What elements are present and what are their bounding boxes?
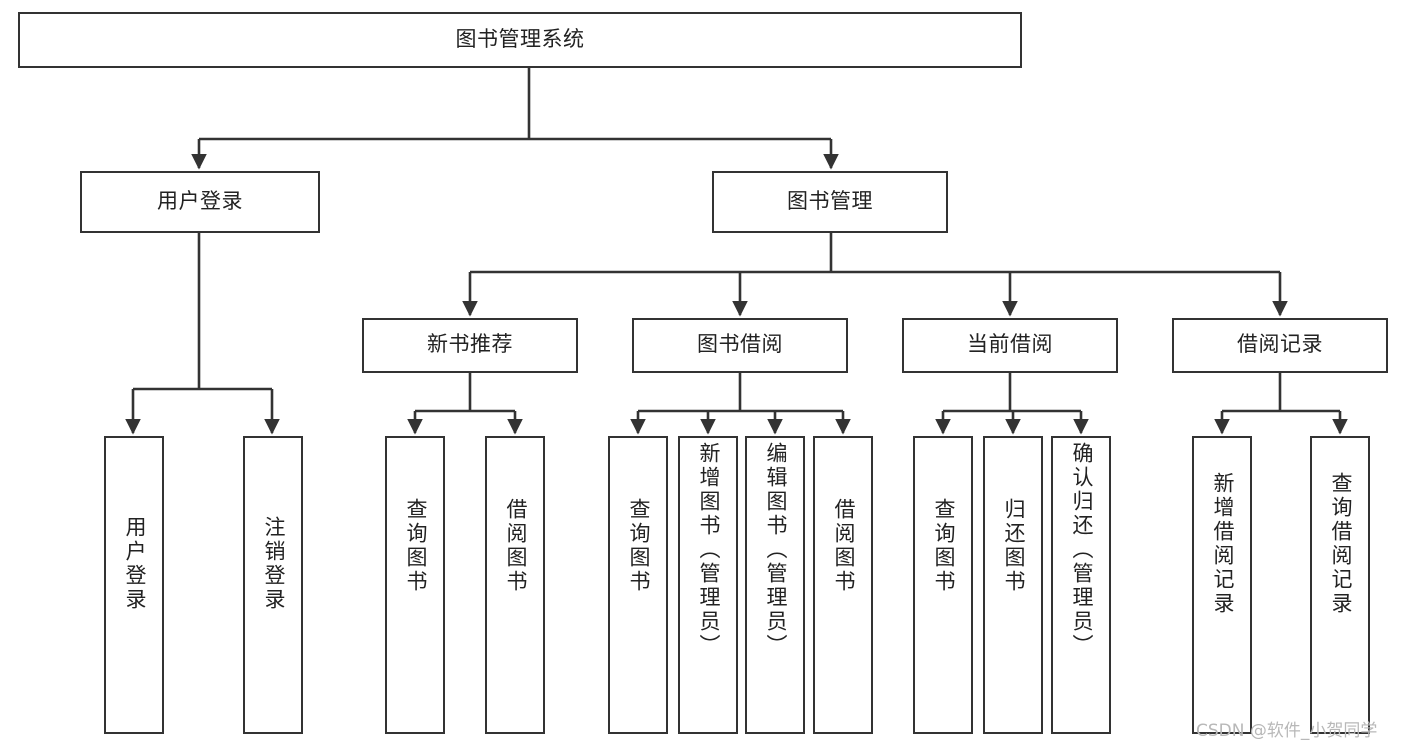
node-leaf-query-book-borrow[interactable]: 查询图书 <box>608 436 668 734</box>
node-book-manage-label: 图书管理 <box>787 189 873 213</box>
node-new-book-rec[interactable]: 新书推荐 <box>362 318 578 373</box>
node-book-manage[interactable]: 图书管理 <box>712 171 948 233</box>
node-leaf-user-login-label: 用户登录 <box>123 516 147 612</box>
node-book-borrow-label: 图书借阅 <box>697 333 783 357</box>
node-leaf-borrow-book-rec-label: 借阅图书 <box>504 498 528 594</box>
node-user-login-label: 用户登录 <box>157 189 243 213</box>
node-leaf-user-logout[interactable]: 注销登录 <box>243 436 303 734</box>
node-leaf-query-book-current-label: 查询图书 <box>932 498 956 594</box>
node-current-borrow-label: 当前借阅 <box>967 333 1053 357</box>
node-leaf-edit-book-label: 编辑图书（管理员） <box>764 442 788 658</box>
node-leaf-return-book[interactable]: 归还图书 <box>983 436 1043 734</box>
node-leaf-return-book-label: 归还图书 <box>1002 498 1026 594</box>
node-leaf-query-book-current[interactable]: 查询图书 <box>913 436 973 734</box>
node-leaf-add-book[interactable]: 新增图书（管理员） <box>678 436 738 734</box>
node-leaf-user-login[interactable]: 用户登录 <box>104 436 164 734</box>
node-leaf-borrow-book-rec[interactable]: 借阅图书 <box>485 436 545 734</box>
node-borrow-record[interactable]: 借阅记录 <box>1172 318 1388 373</box>
node-leaf-confirm-return[interactable]: 确认归还（管理员） <box>1051 436 1111 734</box>
node-new-book-rec-label: 新书推荐 <box>427 333 513 357</box>
node-leaf-add-book-label: 新增图书（管理员） <box>697 442 721 658</box>
node-leaf-query-book-rec[interactable]: 查询图书 <box>385 436 445 734</box>
node-leaf-add-record[interactable]: 新增借阅记录 <box>1192 436 1252 734</box>
node-leaf-query-book-borrow-label: 查询图书 <box>627 498 651 594</box>
csdn-watermark: CSDN @软件_小贺同学 <box>1196 721 1378 741</box>
node-leaf-user-logout-label: 注销登录 <box>262 516 286 612</box>
node-leaf-query-record[interactable]: 查询借阅记录 <box>1310 436 1370 734</box>
node-book-borrow[interactable]: 图书借阅 <box>632 318 848 373</box>
node-user-login[interactable]: 用户登录 <box>80 171 320 233</box>
node-leaf-borrow-book[interactable]: 借阅图书 <box>813 436 873 734</box>
node-leaf-edit-book[interactable]: 编辑图书（管理员） <box>745 436 805 734</box>
node-leaf-query-record-label: 查询借阅记录 <box>1329 472 1353 616</box>
node-leaf-query-book-rec-label: 查询图书 <box>404 498 428 594</box>
node-leaf-borrow-book-label: 借阅图书 <box>832 498 856 594</box>
node-current-borrow[interactable]: 当前借阅 <box>902 318 1118 373</box>
node-root[interactable]: 图书管理系统 <box>18 12 1022 68</box>
node-borrow-record-label: 借阅记录 <box>1237 333 1323 357</box>
node-root-label: 图书管理系统 <box>455 27 585 51</box>
node-leaf-confirm-return-label: 确认归还（管理员） <box>1070 442 1094 658</box>
node-leaf-add-record-label: 新增借阅记录 <box>1211 472 1235 616</box>
